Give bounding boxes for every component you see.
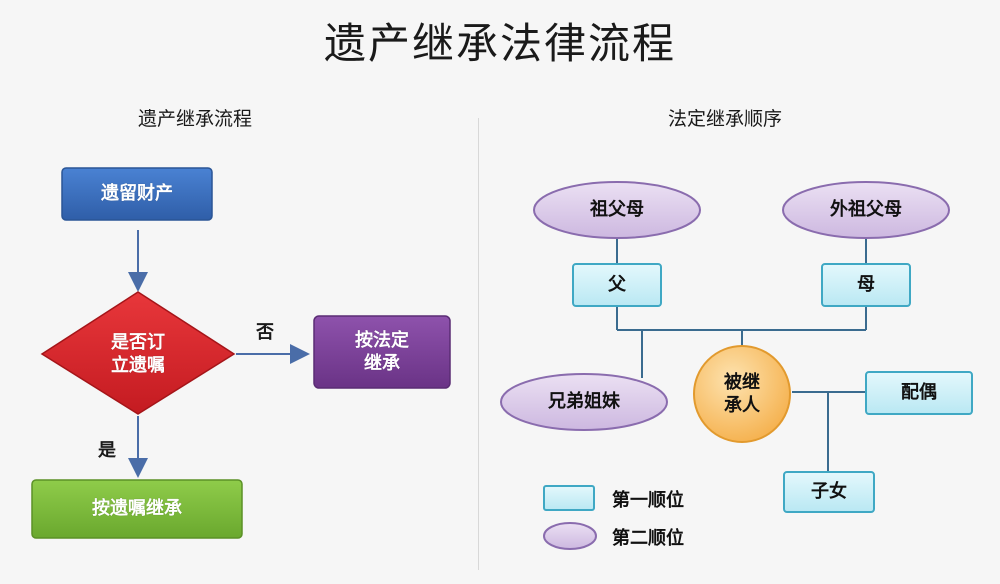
legend-first-order-swatch (543, 485, 595, 511)
edge-label-yes: 是 (98, 440, 116, 461)
mother-label: 母 (857, 274, 875, 296)
statutory-box (313, 315, 451, 389)
grandparents-paternal-ellipse (533, 181, 701, 239)
mother-box (821, 263, 911, 307)
deceased-circle (693, 345, 791, 443)
page-title: 遗产继承法律流程 (323, 19, 676, 68)
spouse-box (865, 371, 973, 415)
children-label: 子女 (811, 481, 847, 503)
section-divider (478, 118, 479, 570)
by-will-label: 按遗嘱继承 (92, 498, 182, 520)
left-section-title: 遗产继承流程 (137, 108, 252, 130)
father-box (572, 263, 662, 307)
legend-second-order-label: 第二顺位 (612, 528, 684, 549)
siblings-label: 兄弟姐妹 (548, 391, 620, 413)
by-will-box (31, 479, 243, 539)
statutory-label: 按法定 继承 (355, 329, 409, 374)
spouse-label: 配偶 (901, 382, 937, 404)
grandparents-maternal-ellipse (782, 181, 950, 239)
father-label: 父 (608, 274, 626, 296)
deceased-label: 被继 承人 (724, 371, 760, 416)
legend-first-order-label: 第一顺位 (612, 490, 684, 511)
grandparents-paternal-label: 祖父母 (590, 199, 644, 221)
edge-label-no: 否 (256, 322, 274, 343)
siblings-ellipse (500, 373, 668, 431)
estate-box (61, 167, 213, 221)
legend-second-order-swatch (543, 522, 597, 550)
estate-label: 遗留财产 (101, 183, 173, 205)
decision-diamond (40, 291, 236, 415)
decision-label: 是否订 立遗嘱 (111, 331, 165, 376)
children-box (783, 471, 875, 513)
grandparents-maternal-label: 外祖父母 (830, 199, 902, 221)
right-section-title: 法定继承顺序 (667, 108, 782, 130)
